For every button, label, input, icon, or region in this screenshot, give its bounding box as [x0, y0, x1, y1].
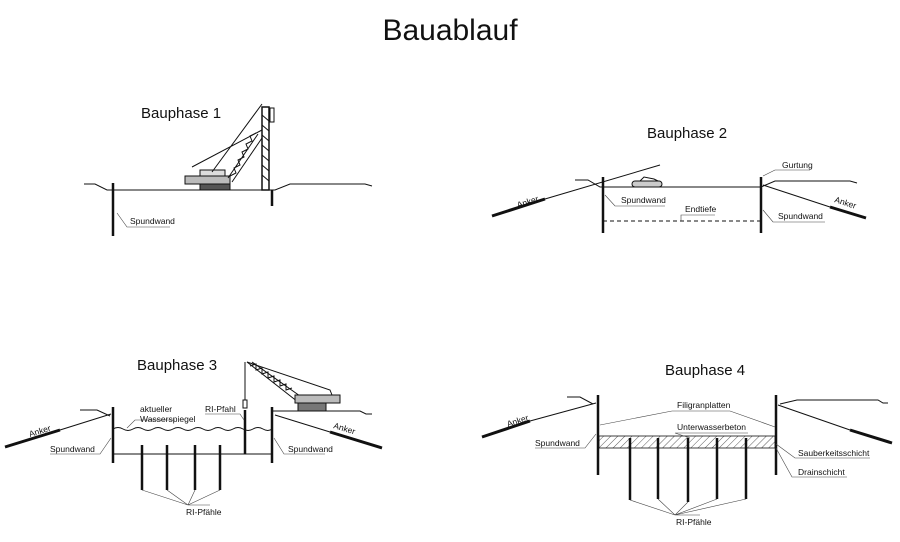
excavator-icon [631, 176, 663, 188]
label-wasserspiegel-1: aktueller [140, 404, 172, 414]
anchor-rod-left [544, 164, 661, 200]
phase-4-title: Bauphase 4 [665, 362, 745, 379]
ground-line [84, 183, 373, 191]
phase-2: Bauphase 2 Gurtung Spundwand Endtiefe Sp… [491, 125, 867, 233]
piles [628, 438, 748, 502]
ground-line-left [80, 409, 111, 417]
label-ri-pfaehle: RI-Pfähle [186, 507, 222, 517]
label-anker-left: Anker [516, 193, 540, 209]
ground-line-right [779, 399, 888, 405]
leader-lines-piles [629, 498, 747, 516]
diagram-title: Bauablauf [382, 14, 518, 47]
phase-3-title: Bauphase 3 [137, 357, 217, 374]
leader-line [775, 443, 870, 459]
leader-line [680, 214, 715, 221]
label-sauberkeitsschicht: Sauberkeitsschicht [798, 448, 870, 458]
leader-line [762, 209, 825, 223]
leader-line [762, 169, 810, 177]
leader-line [205, 413, 245, 421]
water-level [112, 427, 273, 431]
label-unterwasserbeton: Unterwasserbeton [677, 422, 746, 432]
leader-line [50, 437, 112, 455]
label-filigranplatten: Filigranplatten [677, 400, 731, 410]
label-spundwand-left: Spundwand [621, 195, 666, 205]
anchor-right [329, 430, 383, 450]
anchor-rod-left [59, 413, 112, 431]
phase-1: Bauphase 1 Spundwand [84, 103, 373, 236]
piles [140, 410, 247, 490]
anchor-right [849, 428, 893, 445]
label-ri-pfahl: RI-Pfahl [205, 404, 236, 414]
leader-lines-piles [141, 489, 221, 506]
leader-line [674, 432, 748, 439]
anchor-rod-right [777, 404, 851, 431]
leader-line [116, 212, 170, 228]
leader-line [126, 419, 175, 429]
leader-line [604, 194, 665, 207]
anchor-left [4, 428, 61, 449]
label-spundwand-right: Spundwand [778, 211, 823, 221]
leader-line [775, 447, 847, 478]
ground-line-left [567, 396, 594, 405]
label-spundwand-right: Spundwand [288, 444, 333, 454]
label-spundwand: Spundwand [535, 438, 580, 448]
phase-4: Bauphase 4 Filigranplatten Unterwasserbe… [481, 362, 893, 527]
label-ri-pfaehle: RI-Pfähle [676, 517, 712, 527]
anchor-right [829, 205, 867, 220]
label-drainschicht: Drainschicht [798, 467, 845, 477]
phase-1-title: Bauphase 1 [141, 105, 221, 122]
anchor-left [481, 419, 531, 439]
pile-driver-crane-icon [184, 103, 275, 191]
label-spundwand: Spundwand [130, 216, 175, 226]
label-wasserspiegel-2: Wasserspiegel [140, 414, 196, 424]
label-endtiefe: Endtiefe [685, 204, 716, 214]
phase-3: Bauphase 3 aktueller Wasserspiegel [4, 357, 383, 517]
label-gurtung: Gurtung [782, 160, 813, 170]
anchor-rod-left [529, 402, 597, 422]
anchor-left [491, 197, 546, 218]
leader-line [273, 437, 325, 455]
label-spundwand-left: Spundwand [50, 444, 95, 454]
ground-line [575, 179, 858, 188]
phase-2-title: Bauphase 2 [647, 125, 727, 142]
leader-line [535, 433, 597, 449]
leader-lines-filigranplatten [599, 410, 776, 428]
anchor-rod-right [762, 184, 831, 208]
anchor-rod-right [274, 414, 331, 433]
crawler-crane-icon [242, 361, 341, 412]
